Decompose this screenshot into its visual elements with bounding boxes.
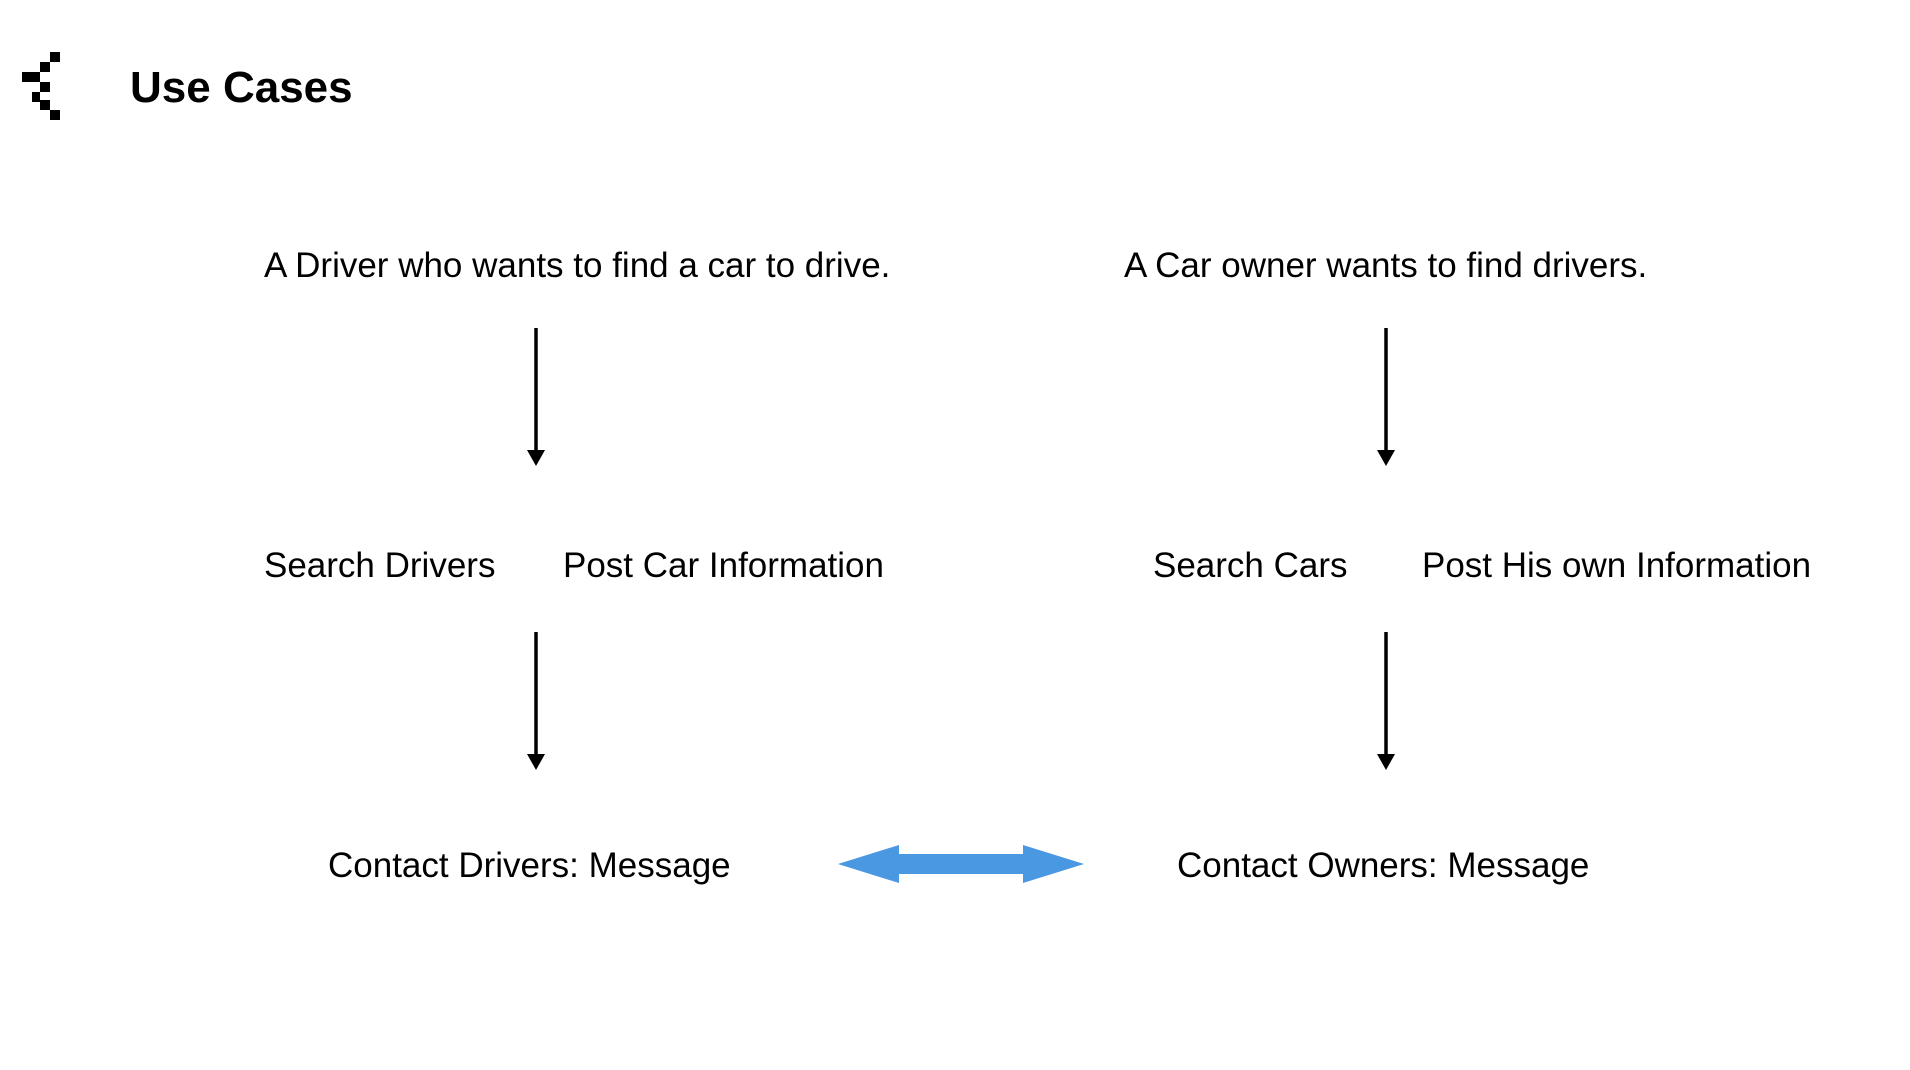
driver-goal-to-actions-arrow <box>527 328 545 466</box>
owner-goal-text: A Car owner wants to find drivers. <box>1124 246 1648 285</box>
post-car-information-text: Post Car Information <box>563 546 884 585</box>
double-headed-connector-arrow <box>838 845 1084 883</box>
driver-actions-to-contact-arrow <box>527 632 545 770</box>
post-own-information-text: Post His own Information <box>1422 546 1812 585</box>
owner-goal-to-actions-arrow <box>1377 328 1395 466</box>
driver-goal-text: A Driver who wants to find a car to driv… <box>264 246 891 285</box>
search-drivers-text: Search Drivers <box>264 546 496 585</box>
contact-owners-text: Contact Owners: Message <box>1177 846 1590 885</box>
pixel-step-chevron-icon <box>22 52 60 120</box>
contact-drivers-text: Contact Drivers: Message <box>328 846 731 885</box>
page-title: Use Cases <box>130 63 353 112</box>
owner-actions-to-contact-arrow <box>1377 632 1395 770</box>
search-cars-text: Search Cars <box>1153 546 1348 585</box>
